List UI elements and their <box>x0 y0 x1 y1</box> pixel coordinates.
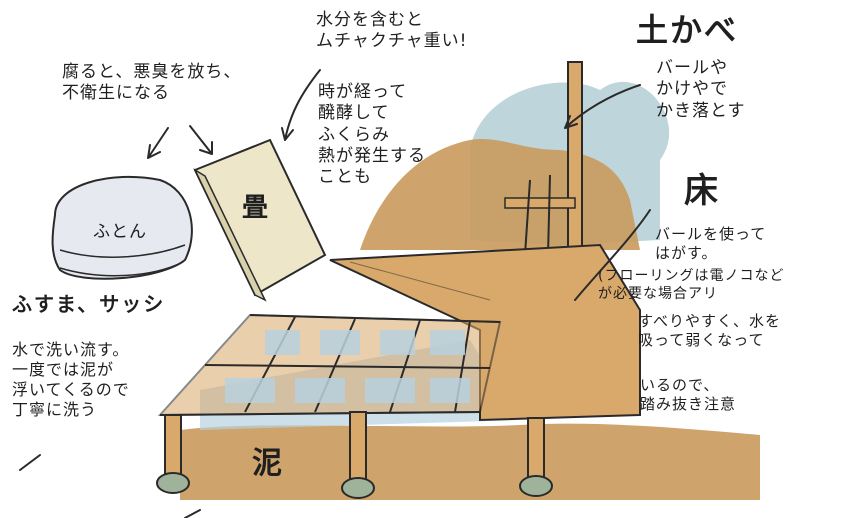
mud-label: 泥 <box>252 446 284 481</box>
wall-post-icon <box>567 61 583 263</box>
floor-note: バールを使って はがす。 <box>655 225 767 262</box>
wall-note: バールや かけやで かき落とす <box>656 58 746 121</box>
tatami-water-note: 水分を含むと ムチャクチャ重い! <box>316 10 468 52</box>
support-post <box>164 414 182 476</box>
floor-title: 床 <box>684 171 720 211</box>
fusuma-note: 水で洗い流す。 一度では泥が 浮いてくるので 丁寧に洗う <box>12 340 130 419</box>
support-post <box>527 417 545 479</box>
wall-title: 土かべ <box>636 11 739 49</box>
tatami-illustration <box>193 138 327 302</box>
arrow-icon <box>19 69 651 518</box>
rot-smell-note: 腐ると、悪臭を放ち、 不衛生になる <box>62 62 242 104</box>
floor-slip-note: すべりやすく、水を 吸って弱くなって <box>638 312 781 349</box>
floor-warn-note: いるので、 踏み抜き注意 <box>640 376 737 413</box>
support-post <box>349 411 367 483</box>
mud-ground <box>180 423 760 500</box>
fusuma-label: ふすま、サッシ <box>12 292 166 316</box>
floor-saw-note: (フローリングは電ノコなど が必要な場合アリ <box>598 268 785 302</box>
futon-label: ふとん <box>93 222 147 242</box>
wall-lath <box>504 197 576 209</box>
futon-illustration <box>51 176 193 280</box>
tatami-ferment-note: 時が経って 醗酵して ふくらみ 熱が発生する ことも <box>318 82 426 187</box>
tatami-label: 畳 <box>242 193 271 223</box>
